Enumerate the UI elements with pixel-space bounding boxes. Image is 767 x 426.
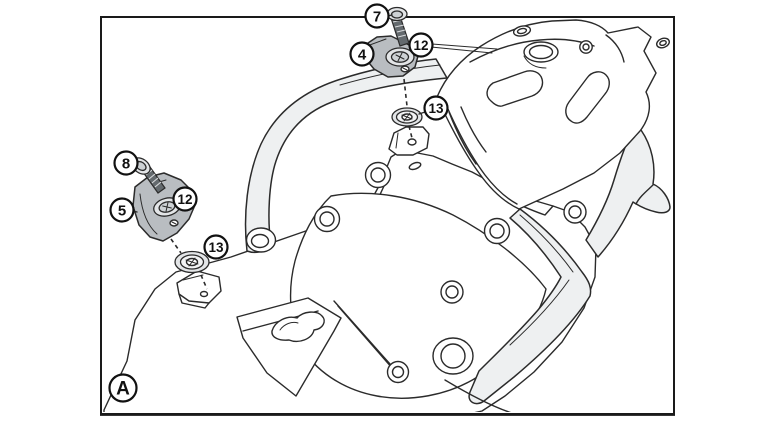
grommet-13-top [391, 107, 423, 127]
subframe-bosses [313, 161, 587, 375]
seat-pan [289, 192, 547, 399]
slotted-plate [236, 297, 342, 397]
callout-13-top: 13 [418, 95, 449, 121]
artwork: 12 4 13 8 12 5 13 [103, 19, 671, 412]
panel-label-a: A [108, 373, 138, 403]
grab-rail-right-arm [444, 208, 592, 412]
rack-plate [430, 19, 670, 210]
callout-4: 4 [349, 41, 375, 67]
svg-text:13: 13 [428, 101, 444, 116]
washer-12-top [385, 47, 415, 67]
assembly-axis-top [403, 78, 408, 107]
left-mount-tab [176, 270, 222, 309]
callout-13-left: 13 [203, 234, 229, 260]
svg-text:8: 8 [122, 156, 130, 173]
svg-text:5: 5 [118, 203, 126, 220]
callout-5: 5 [109, 197, 138, 223]
svg-text:13: 13 [208, 240, 224, 255]
assembly-axis-top-2 [408, 125, 413, 139]
top-mount-tab [388, 126, 430, 156]
bracket-4-assembly [364, 35, 419, 78]
grommet-13-left [174, 250, 210, 274]
svg-text:A: A [116, 379, 130, 400]
grab-rail-left-arm [244, 58, 448, 254]
svg-text:12: 12 [413, 38, 428, 53]
screw-8 [131, 157, 166, 194]
svg-text:12: 12 [177, 192, 192, 207]
assembly-axis-left [170, 238, 182, 254]
pivot-rod [333, 300, 410, 384]
callout-12-left: 12 [172, 186, 198, 212]
svg-text:4: 4 [358, 47, 367, 64]
bracket-5-assembly [131, 157, 196, 242]
subframe [103, 126, 597, 412]
assembly-axis-left-2 [200, 274, 208, 290]
svg-text:7: 7 [373, 9, 381, 26]
callout-12-top: 12 [408, 32, 434, 58]
washer-12-left [153, 197, 181, 217]
callout-7: 7 [364, 3, 393, 29]
callout-8: 8 [113, 150, 139, 176]
